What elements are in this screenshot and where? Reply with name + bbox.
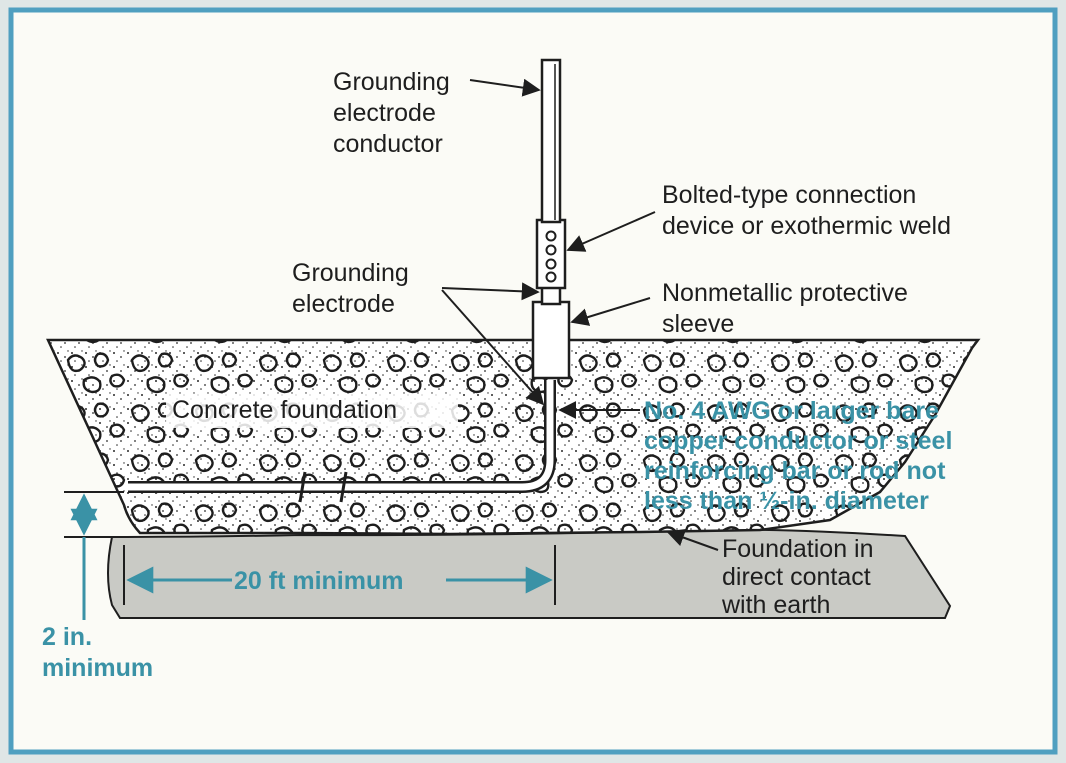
arrow-gec bbox=[469, 78, 541, 97]
label-line: No. 4 AWG or larger bare bbox=[644, 397, 939, 425]
label-line: with earth bbox=[722, 591, 831, 619]
label-line: less than ½-in. diameter bbox=[644, 487, 929, 515]
label-line: electrode bbox=[292, 290, 395, 318]
label-line: 20 ft minimum bbox=[234, 567, 404, 595]
label-connection-device: Bolted-type connection device or exother… bbox=[662, 180, 951, 242]
label-line: copper conductor or steel bbox=[644, 427, 953, 455]
protective-sleeve bbox=[531, 300, 571, 380]
label-grounding-electrode: Grounding electrode bbox=[292, 258, 409, 320]
arrow-electrode-2 bbox=[441, 289, 545, 406]
bolt-4 bbox=[545, 271, 557, 283]
label-line: Grounding bbox=[292, 259, 409, 287]
label-length-minimum: 20 ft minimum bbox=[234, 566, 403, 597]
arrow-connection bbox=[566, 211, 656, 252]
label-concrete-foundation: Concrete foundation bbox=[172, 395, 397, 426]
bolt-2 bbox=[545, 244, 557, 256]
label-line: device or exothermic weld bbox=[662, 212, 952, 240]
rebar-tie-1 bbox=[298, 471, 307, 503]
rebar-tie-2 bbox=[339, 471, 348, 503]
label-grounding-electrode-conductor: Grounding electrode conductor bbox=[333, 67, 450, 160]
arrow-electrode-1 bbox=[441, 282, 540, 301]
label-line: Grounding bbox=[333, 68, 450, 96]
concrete-label-band bbox=[166, 394, 458, 428]
label-conductor-spec: No. 4 AWG or larger bare copper conducto… bbox=[644, 396, 952, 516]
label-foundation-earth: Foundation in direct contact with earth bbox=[722, 535, 874, 619]
arrow-earth bbox=[666, 529, 719, 551]
arrow-sleeve bbox=[570, 297, 651, 326]
label-line: sleeve bbox=[662, 310, 735, 338]
bolt-1 bbox=[545, 230, 557, 242]
label-depth-minimum: 2 in. minimum bbox=[42, 622, 153, 684]
label-line: 2 in. bbox=[42, 623, 93, 651]
label-line: Concrete foundation bbox=[172, 396, 398, 424]
label-line: Foundation in bbox=[722, 535, 874, 563]
label-line: direct contact bbox=[722, 563, 871, 591]
label-line: reinforcing bar or rod not bbox=[644, 457, 946, 485]
label-line: electrode bbox=[333, 99, 436, 127]
electrode-conductor-riser bbox=[540, 58, 562, 224]
label-line: conductor bbox=[333, 130, 443, 158]
label-line: Bolted-type connection bbox=[662, 181, 917, 209]
label-protective-sleeve: Nonmetallic protective sleeve bbox=[662, 278, 908, 340]
label-line: Nonmetallic protective bbox=[662, 279, 908, 307]
label-line: minimum bbox=[42, 654, 154, 682]
bolt-3 bbox=[545, 258, 557, 270]
electrode-conductor-core bbox=[128, 380, 554, 491]
